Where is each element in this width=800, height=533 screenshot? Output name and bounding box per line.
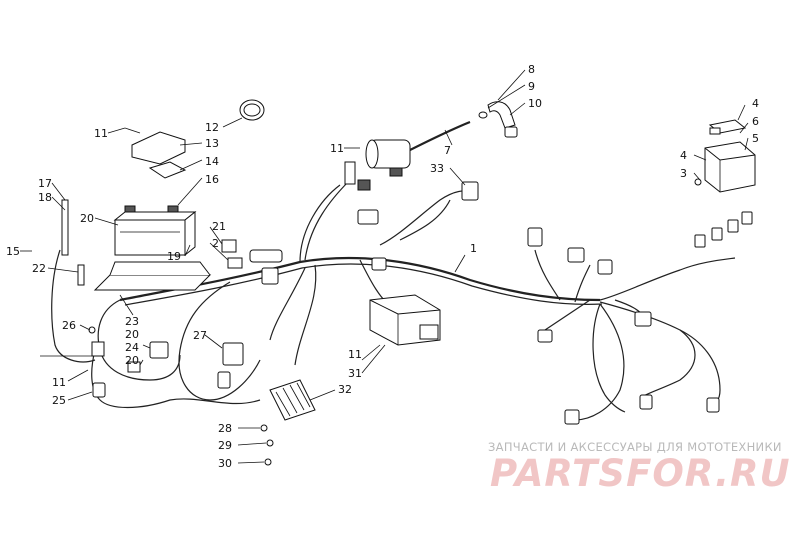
callout-24: 24 <box>125 341 139 354</box>
callout-6: 6 <box>752 115 759 128</box>
callout-11: 11 <box>52 376 66 389</box>
callout-19: 19 <box>167 250 181 263</box>
callout-12: 12 <box>205 121 219 134</box>
callout-4: 4 <box>680 149 687 162</box>
wiring-harness <box>51 179 736 421</box>
callout-11: 11 <box>94 127 108 140</box>
part-32-regulator <box>269 379 316 421</box>
callout-3: 3 <box>680 167 687 180</box>
part-3-fuse-box <box>694 119 756 193</box>
callout-11: 11 <box>330 142 344 155</box>
part-29-washer <box>266 439 274 447</box>
part-31-cdi-unit <box>369 294 441 346</box>
callout-25: 25 <box>52 394 66 407</box>
callout-1: 1 <box>470 242 477 255</box>
part-23-battery-tray <box>93 274 212 291</box>
callout-9: 9 <box>528 80 535 93</box>
part-22-fuse <box>77 264 85 286</box>
callout-labels: 8 9 10 12 11 13 14 16 7 11 33 4 6 5 4 3 … <box>6 63 759 470</box>
part-25-connector <box>92 382 106 398</box>
callout-11: 11 <box>348 348 362 361</box>
callout-10: 10 <box>528 97 542 110</box>
callout-20: 20 <box>125 354 139 367</box>
callout-2: 2 <box>212 237 219 250</box>
callout-23: 23 <box>125 315 139 328</box>
callout-4: 4 <box>752 97 759 110</box>
part-7-ignition-coil <box>365 120 471 177</box>
watermark-logo: PARTSFOR.RU <box>490 452 791 495</box>
part-13-bracket <box>131 131 186 165</box>
callout-15: 15 <box>6 245 20 258</box>
callout-8: 8 <box>528 63 535 76</box>
callout-29: 29 <box>218 439 232 452</box>
part-21-connector <box>221 239 237 253</box>
callout-20: 20 <box>80 212 94 225</box>
callout-13: 13 <box>205 137 219 150</box>
callout-18: 18 <box>38 191 52 204</box>
part-28-screw <box>260 424 268 432</box>
callout-26: 26 <box>62 319 76 332</box>
watermark-tagline: ЗАПЧАСТИ И АКСЕССУАРЫ ДЛЯ МОТОТЕХНИКИ <box>488 440 782 454</box>
part-11-spark-connector <box>344 161 356 185</box>
part-27-relay <box>222 342 244 366</box>
callout-5: 5 <box>752 132 759 145</box>
callout-20: 20 <box>125 328 139 341</box>
callout-33: 33 <box>430 162 444 175</box>
callout-27: 27 <box>193 329 207 342</box>
callout-31: 31 <box>348 367 362 380</box>
callout-16: 16 <box>205 173 219 186</box>
part-33-connector <box>461 181 479 201</box>
part-9-plug-cap <box>478 101 518 138</box>
callout-30: 30 <box>218 457 232 470</box>
callout-17: 17 <box>38 177 52 190</box>
part-19-battery <box>113 205 197 257</box>
callout-22: 22 <box>32 262 46 275</box>
callout-14: 14 <box>205 155 219 168</box>
part-24-solenoid <box>149 341 169 359</box>
callout-7: 7 <box>444 144 451 157</box>
callout-21: 21 <box>212 220 226 233</box>
callout-28: 28 <box>218 422 232 435</box>
callout-32: 32 <box>338 383 352 396</box>
part-30-nut <box>264 458 272 466</box>
